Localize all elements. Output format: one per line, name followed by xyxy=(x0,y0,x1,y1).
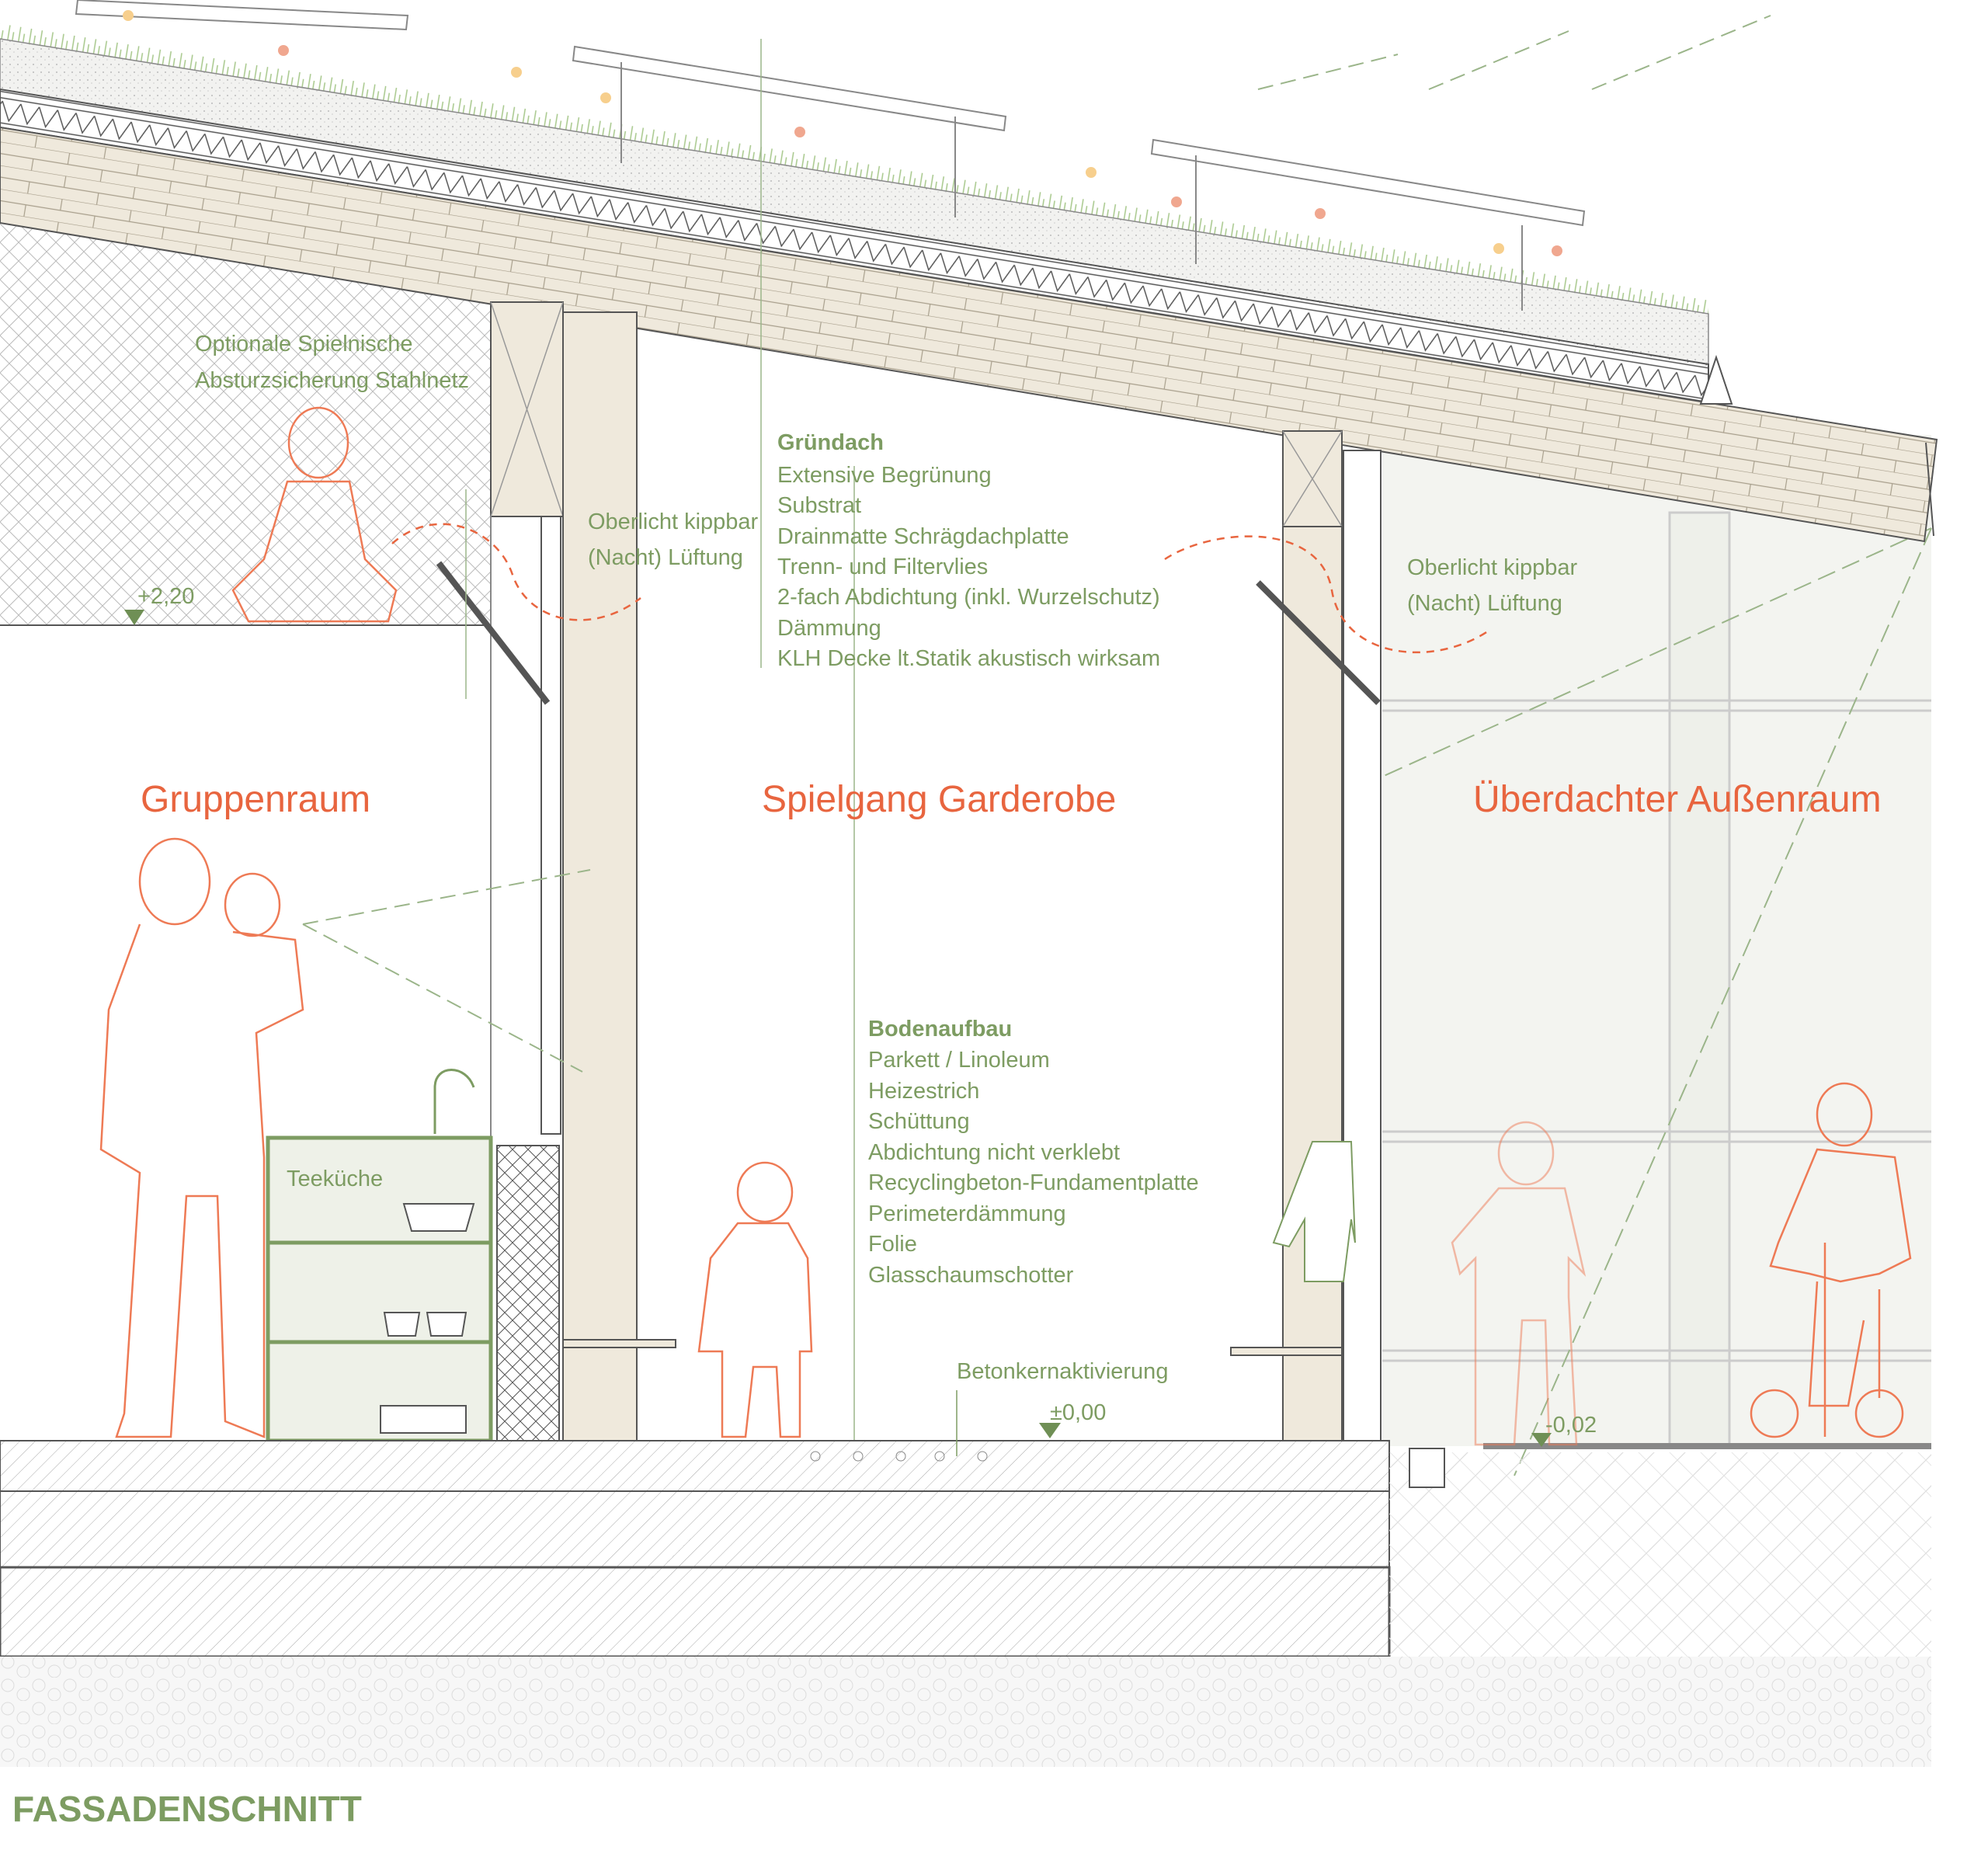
oberlicht-right-line1: Oberlicht kippbar xyxy=(1407,555,1578,580)
ventilation-arrow-right xyxy=(1164,535,1492,654)
solar-panels xyxy=(75,0,1586,311)
teekueche-label: Teeküche xyxy=(287,1167,383,1191)
bodenaufbau-layer: Glasschaumschotter xyxy=(868,1263,1074,1288)
gruendach-layer: Drainmatte Schrägdachplatte xyxy=(777,524,1069,549)
bodenaufbau-heading: Bodenaufbau xyxy=(868,1017,1012,1041)
drawing-title: FASSADENSCHNITT xyxy=(12,1789,362,1829)
bodenaufbau-layer: Abdichtung nicht verklebt xyxy=(868,1140,1120,1165)
ground xyxy=(1389,1452,1931,1657)
outdoor-area xyxy=(1382,435,1931,1446)
bodenaufbau-layer: Heizestrich xyxy=(868,1079,979,1104)
level-marker-spielnische xyxy=(124,610,144,625)
outdoor-frame xyxy=(1382,511,1931,1446)
sun-angle-line xyxy=(1382,527,1932,1476)
floor-screed xyxy=(0,1440,1390,1492)
gravel-layer xyxy=(0,1657,1931,1767)
drain-channel xyxy=(1409,1448,1445,1488)
level-floor: ±0,00 xyxy=(1050,1400,1106,1425)
roof-klh-slab xyxy=(0,126,1938,543)
bodenaufbau-layer: Parkett / Linoleum xyxy=(868,1048,1050,1073)
level-outdoor: -0,02 xyxy=(1545,1413,1597,1438)
level-marker-outdoor xyxy=(1531,1433,1552,1447)
perimeter-insulation xyxy=(0,1566,1391,1658)
heating-pipes xyxy=(810,1451,988,1462)
floor-slab xyxy=(0,1490,1390,1568)
spielnische-label-1: Optionale Spielnische xyxy=(195,332,413,356)
skylight-left xyxy=(436,561,551,705)
tea-kitchen-cabinet xyxy=(266,1069,560,1488)
wall-post-left xyxy=(562,311,638,1441)
gutter xyxy=(1699,354,1934,537)
oberlicht-left-line2: (Nacht) Lüftung xyxy=(588,545,743,570)
gruendach-layer: Trenn- und Filtervlies xyxy=(777,555,988,579)
bodenaufbau-layer: Recyclingbeton-Fundamentplatte xyxy=(868,1170,1199,1195)
betonkern-label: Betonkernaktivierung xyxy=(957,1359,1168,1384)
room-spielgang: Spielgang Garderobe xyxy=(762,779,1116,820)
skylight-right xyxy=(1256,580,1381,705)
bench-right xyxy=(1230,1347,1343,1356)
spielnische-label-2: Absturzsicherung Stahlnetz xyxy=(195,368,469,393)
gruendach-layer: Extensive Begrünung xyxy=(777,463,992,488)
bench-left xyxy=(562,1339,676,1348)
oberlicht-right-line2: (Nacht) Lüftung xyxy=(1407,591,1562,616)
gruendach-heading: Gründach xyxy=(777,430,884,455)
roof-flowers xyxy=(123,10,1562,256)
coat xyxy=(1272,1141,1356,1282)
gruendach-layer: Dämmung xyxy=(777,616,881,641)
ventilation-arrow-left xyxy=(391,523,641,621)
gruendach-layer: 2-fach Abdichtung (inkl. Wurzelschutz) xyxy=(777,585,1160,610)
window-right xyxy=(1343,450,1382,1441)
room-aussenraum: Überdachter Außenraum xyxy=(1473,779,1882,820)
oberlicht-left-line1: Oberlicht kippbar xyxy=(588,509,759,534)
people-silhouettes xyxy=(99,406,1912,1446)
bodenaufbau-layer: Folie xyxy=(868,1232,917,1257)
wall-post-right xyxy=(1282,526,1343,1441)
green-roof-vegetation xyxy=(0,16,1708,314)
room-gruppenraum: Gruppenraum xyxy=(141,779,370,820)
gruendach-layer: Substrat xyxy=(777,493,861,518)
bodenaufbau-layer: Perimeterdämmung xyxy=(868,1201,1066,1226)
window-left xyxy=(540,516,561,1135)
gruendach-layer: KLH Decke lt.Statik akustisch wirksam xyxy=(777,646,1160,671)
level-marker-floor xyxy=(1039,1423,1061,1438)
level-spielnische: +2,20 xyxy=(137,584,194,609)
bodenaufbau-layer: Schüttung xyxy=(868,1109,970,1134)
